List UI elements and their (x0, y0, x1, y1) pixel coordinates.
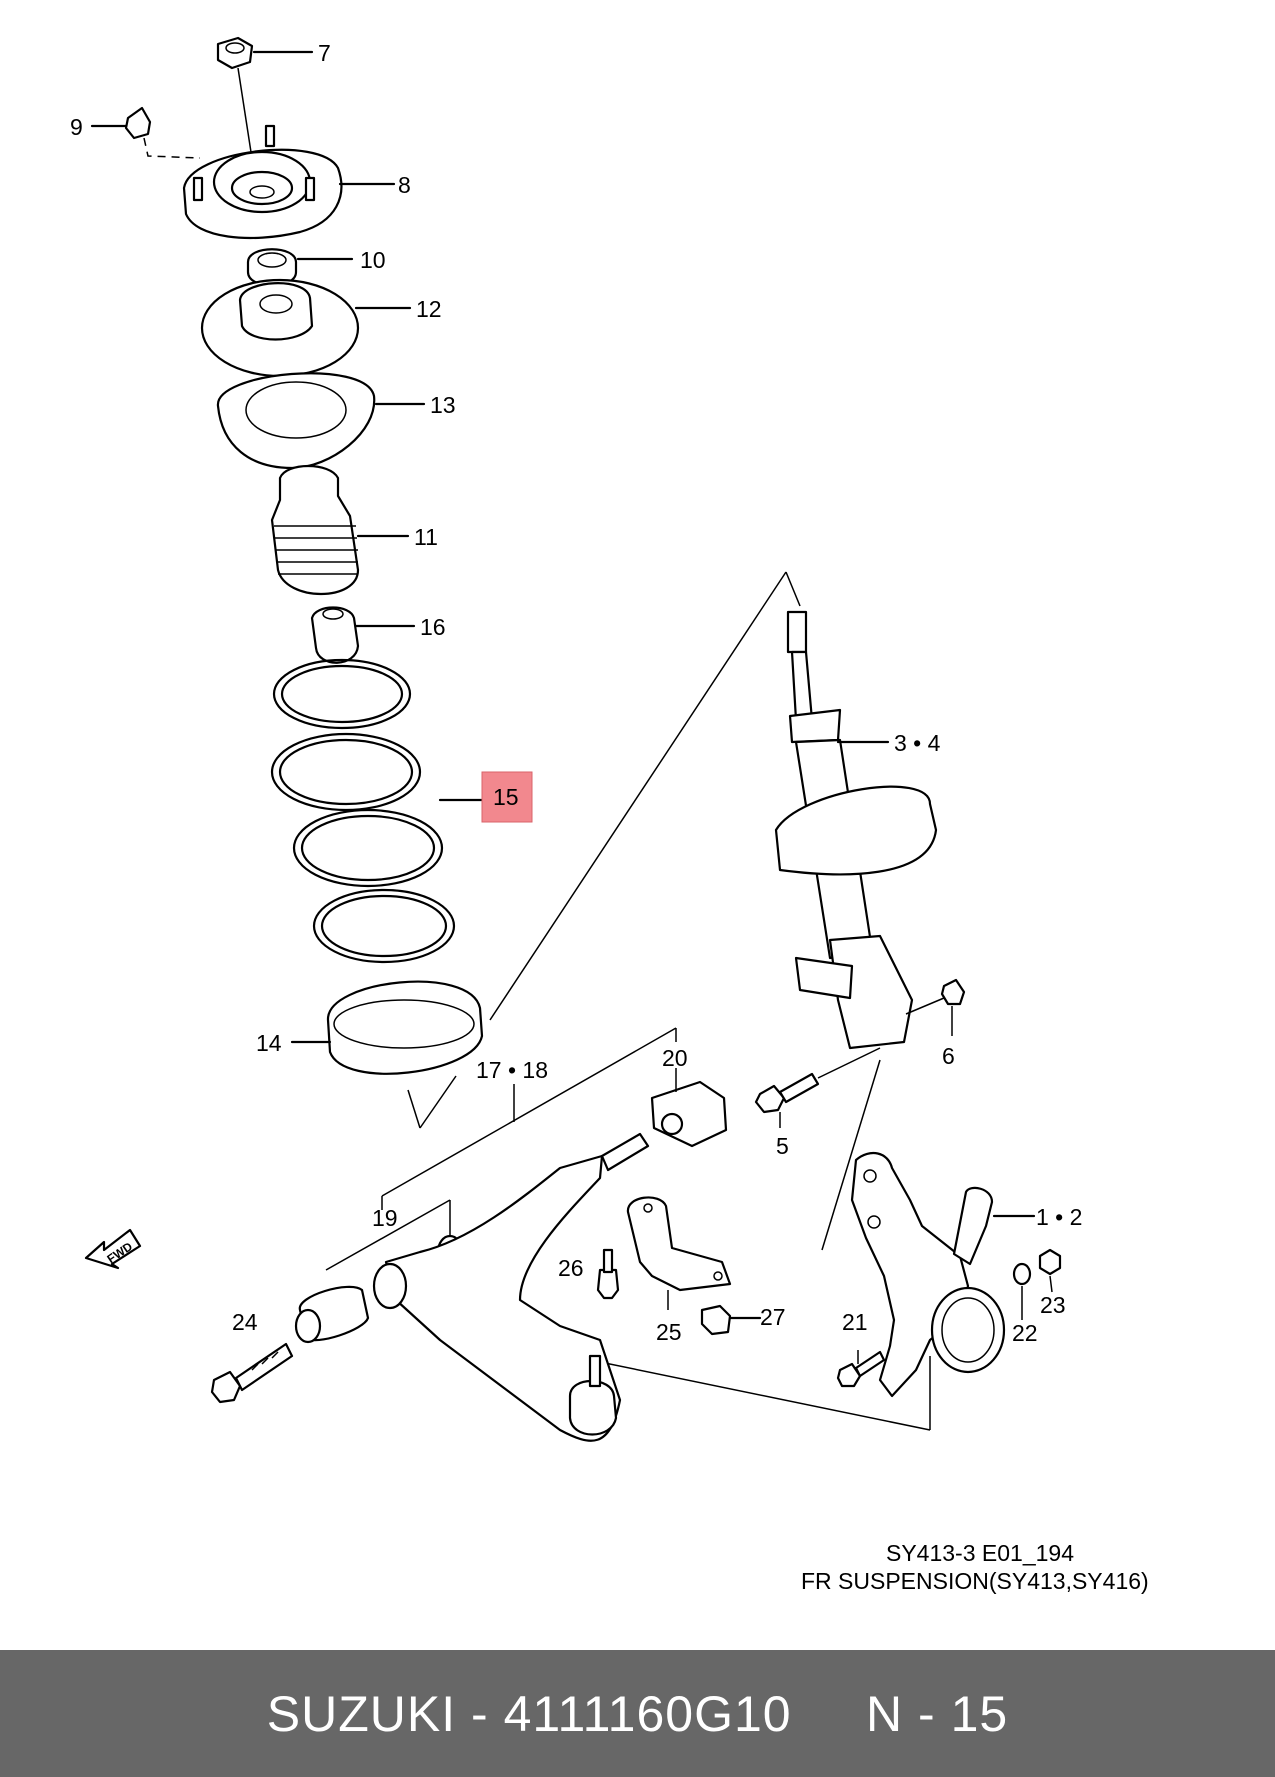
part-13-rubber-seat (216, 372, 426, 470)
label-1-2: 1 • 2 (1036, 1204, 1082, 1230)
part-23-nut (1038, 1248, 1062, 1293)
part-27-nut (700, 1304, 762, 1336)
footer-text: SUZUKI - 4111160G10 N - 15 (266, 1685, 1009, 1742)
label-24: 24 (232, 1309, 258, 1335)
part-7-nut (216, 36, 314, 179)
part-16-bump-stop (310, 606, 416, 664)
front-bushing (294, 1285, 370, 1344)
part-20-bushing (650, 1068, 728, 1148)
label-20: 20 (662, 1045, 688, 1071)
highlight-15 (481, 771, 533, 823)
part-3-4-strut (774, 610, 938, 1050)
group-lines (325, 571, 931, 1431)
label-27: 27 (760, 1304, 786, 1330)
label-12: 12 (416, 296, 442, 322)
part-17-18-lower-arm (372, 1132, 650, 1442)
diagram-code: SY413-3 E01_194 (886, 1540, 1074, 1566)
part-8-strut-mount (182, 124, 396, 240)
label-3-4: 3 • 4 (894, 730, 941, 756)
part-11-bellows (270, 465, 410, 596)
label-6: 6 (942, 1043, 955, 1069)
part-21-bolt (836, 1350, 886, 1388)
label-14: 14 (256, 1030, 282, 1056)
part-12-upper-seat (200, 278, 412, 378)
label-15: 15 (493, 784, 519, 810)
label-25: 25 (656, 1319, 682, 1345)
label-13: 13 (430, 392, 456, 418)
part-1-2-knuckle (850, 1151, 1036, 1398)
label-7: 7 (318, 40, 331, 66)
label-26: 26 (558, 1255, 584, 1281)
label-23: 23 (1040, 1292, 1066, 1318)
part-5-bolt (754, 1047, 881, 1128)
label-10: 10 (360, 247, 386, 273)
label-5: 5 (776, 1133, 789, 1159)
diagram-title: FR SUSPENSION(SY413,SY416) (801, 1568, 1149, 1594)
part-9-nut (90, 106, 201, 159)
part-22-nut (1012, 1262, 1032, 1320)
suspension-diagram: 7 9 8 10 12 13 (70, 36, 1082, 1442)
label-16: 16 (420, 614, 446, 640)
part-14-lower-seat (290, 980, 484, 1075)
label-22: 22 (1012, 1320, 1038, 1346)
part-15-coil-spring (270, 658, 484, 964)
label-11: 11 (414, 524, 438, 550)
footer-bar: SUZUKI - 4111160G10 N - 15 (0, 1650, 1275, 1777)
part-6-nut (905, 978, 966, 1036)
part-24-bolt (210, 1342, 294, 1404)
label-9: 9 (70, 114, 83, 140)
label-19: 19 (372, 1205, 398, 1231)
part-26-bolt (596, 1248, 620, 1300)
label-21: 21 (842, 1309, 868, 1335)
label-17-18: 17 • 18 (476, 1057, 548, 1083)
label-8: 8 (398, 172, 411, 198)
part-25-bracket (626, 1196, 732, 1310)
fwd-arrow-icon: FWD (84, 1228, 142, 1270)
